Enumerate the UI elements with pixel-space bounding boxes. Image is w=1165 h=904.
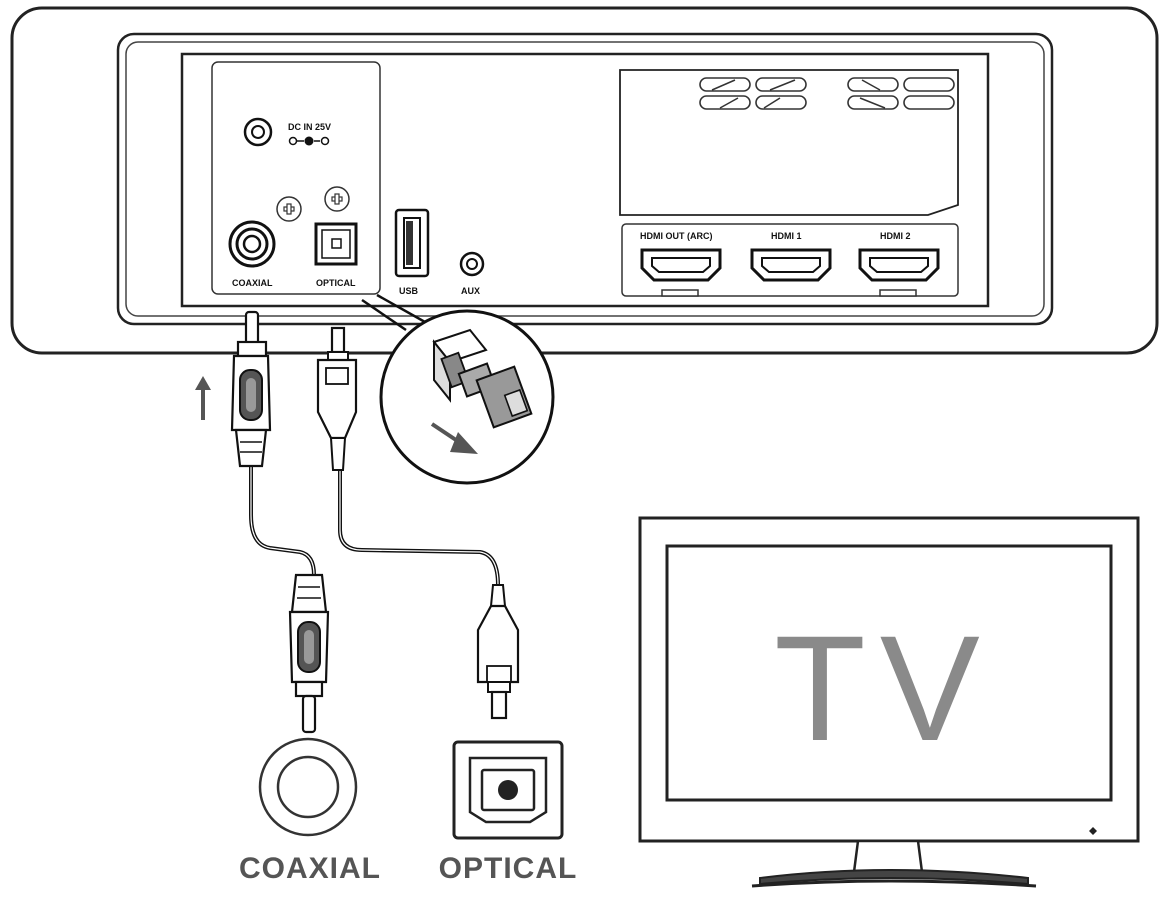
television: TV — [638, 516, 1140, 888]
dc-polarity-icon — [288, 136, 330, 146]
optical-input-jack: OPTICAL — [314, 222, 358, 288]
hdmi-out-arc-port: HDMI OUT (ARC) — [640, 231, 722, 297]
dust-cap-removal-callout — [361, 293, 555, 485]
coaxial-cable — [249, 466, 316, 576]
coaxial-plug-bottom — [288, 573, 330, 734]
dc-in-label: DC IN 25V — [288, 122, 331, 132]
optical-dust-cap-icon — [432, 328, 533, 429]
usb-port-label: USB — [399, 286, 419, 296]
hdmi-1-port: HDMI 1 — [750, 231, 832, 282]
tv-coaxial-jack-icon — [258, 737, 358, 837]
screw-icon — [324, 186, 350, 212]
coaxial-plug-top — [230, 310, 272, 468]
hdmi-out-label: HDMI OUT (ARC) — [640, 231, 713, 241]
aux-port-label: AUX — [461, 286, 480, 296]
hdmi1-label: HDMI 1 — [771, 231, 802, 241]
tv-label: TV — [774, 604, 994, 772]
optical-plug-bottom — [476, 584, 520, 720]
vent-grille — [619, 69, 959, 216]
aux-port: AUX — [459, 251, 485, 296]
soundbar: DC IN 25V COAXIAL — [10, 6, 1159, 355]
tv-optical-label: OPTICAL — [439, 852, 578, 885]
optical-plug-top — [316, 326, 358, 471]
screw-icon — [276, 196, 302, 222]
coaxial-port-label: COAXIAL — [232, 278, 273, 288]
optical-cable — [338, 470, 500, 586]
dc-in-jack: DC IN 25V — [243, 117, 331, 147]
optical-port-label: OPTICAL — [316, 278, 356, 288]
pull-out-arrow-icon — [430, 422, 478, 454]
coaxial-input-jack: COAXIAL — [228, 220, 276, 288]
tv-screen — [665, 544, 1113, 802]
tv-stand — [751, 839, 1037, 888]
power-led-icon — [1089, 827, 1097, 835]
tv-optical-jack-icon — [452, 740, 564, 840]
hdmi-subpanel — [621, 223, 959, 297]
hdmi2-label: HDMI 2 — [880, 231, 911, 241]
up-arrow-icon — [195, 376, 211, 420]
audio-input-subpanel — [211, 61, 381, 295]
usb-port: USB — [394, 208, 430, 296]
hdmi-2-port: HDMI 2 — [858, 231, 940, 297]
tv-coaxial-label: COAXIAL — [239, 852, 381, 885]
